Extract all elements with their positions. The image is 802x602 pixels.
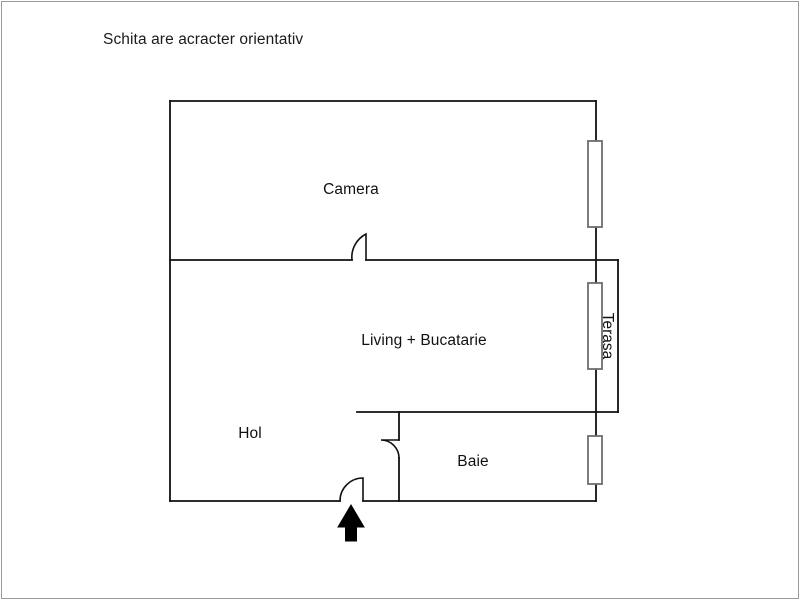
window-baie-icon (587, 435, 603, 485)
room-label-terasa: Terasa (599, 312, 616, 360)
doors-group (339, 232, 400, 502)
door-baie-icon (380, 439, 400, 459)
room-label-camera: Camera (323, 181, 379, 198)
door-entrance-icon (339, 477, 364, 502)
entrance-arrow-icon (337, 504, 365, 542)
window-camera-icon (587, 140, 603, 228)
room-label-living-bucatarie: Living + Bucatarie (361, 332, 487, 349)
walls-group (169, 100, 619, 502)
plan-title-note: Schita are acracter orientativ (103, 31, 304, 48)
room-label-baie: Baie (457, 453, 489, 470)
room-label-hol: Hol (238, 425, 262, 442)
door-camera-icon (351, 232, 367, 261)
windows-group (587, 140, 603, 485)
window-terasa-icon (587, 282, 603, 370)
